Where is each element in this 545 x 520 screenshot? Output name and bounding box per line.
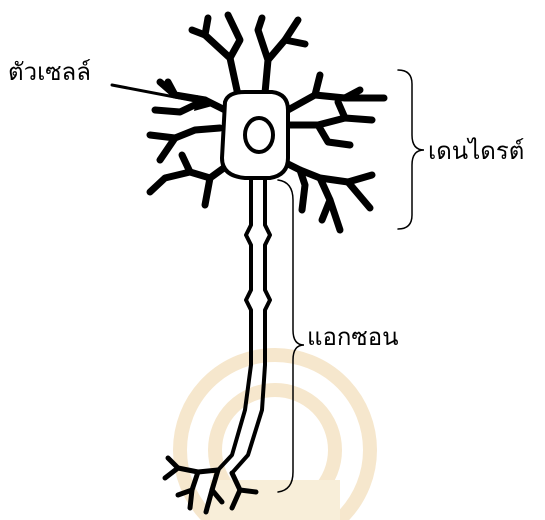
dendrite-branch xyxy=(285,40,305,44)
dendrite-label: เดนไดรต์ xyxy=(428,139,524,163)
dendrite-branch xyxy=(330,200,340,230)
dendrite-branch xyxy=(300,170,305,210)
axon-brace xyxy=(278,180,304,492)
dendrite-branch xyxy=(348,182,370,208)
dendrite-brace xyxy=(398,70,424,229)
dendrite-branch xyxy=(315,75,320,95)
dendrite-branch xyxy=(205,178,210,205)
dendrite-branch xyxy=(150,128,220,138)
cell-body-label: ตัวเซลล์ xyxy=(8,60,91,84)
nucleus xyxy=(245,118,273,152)
dendrite-branch xyxy=(290,118,372,125)
dendrite-branch xyxy=(318,125,350,145)
dendrite-branch xyxy=(280,160,372,182)
dendrite-branch xyxy=(182,155,190,172)
axon-terminals xyxy=(165,458,256,512)
axon-label: แอกซอน xyxy=(307,325,399,349)
dendrite-branch xyxy=(258,18,268,93)
dendrite-branch xyxy=(160,138,175,160)
dendrite-branch xyxy=(338,102,345,118)
dendrite-branch xyxy=(192,30,205,35)
axon xyxy=(218,178,270,473)
cell-body-pointer-arrow xyxy=(112,85,206,103)
dendrite-branch xyxy=(228,15,240,58)
